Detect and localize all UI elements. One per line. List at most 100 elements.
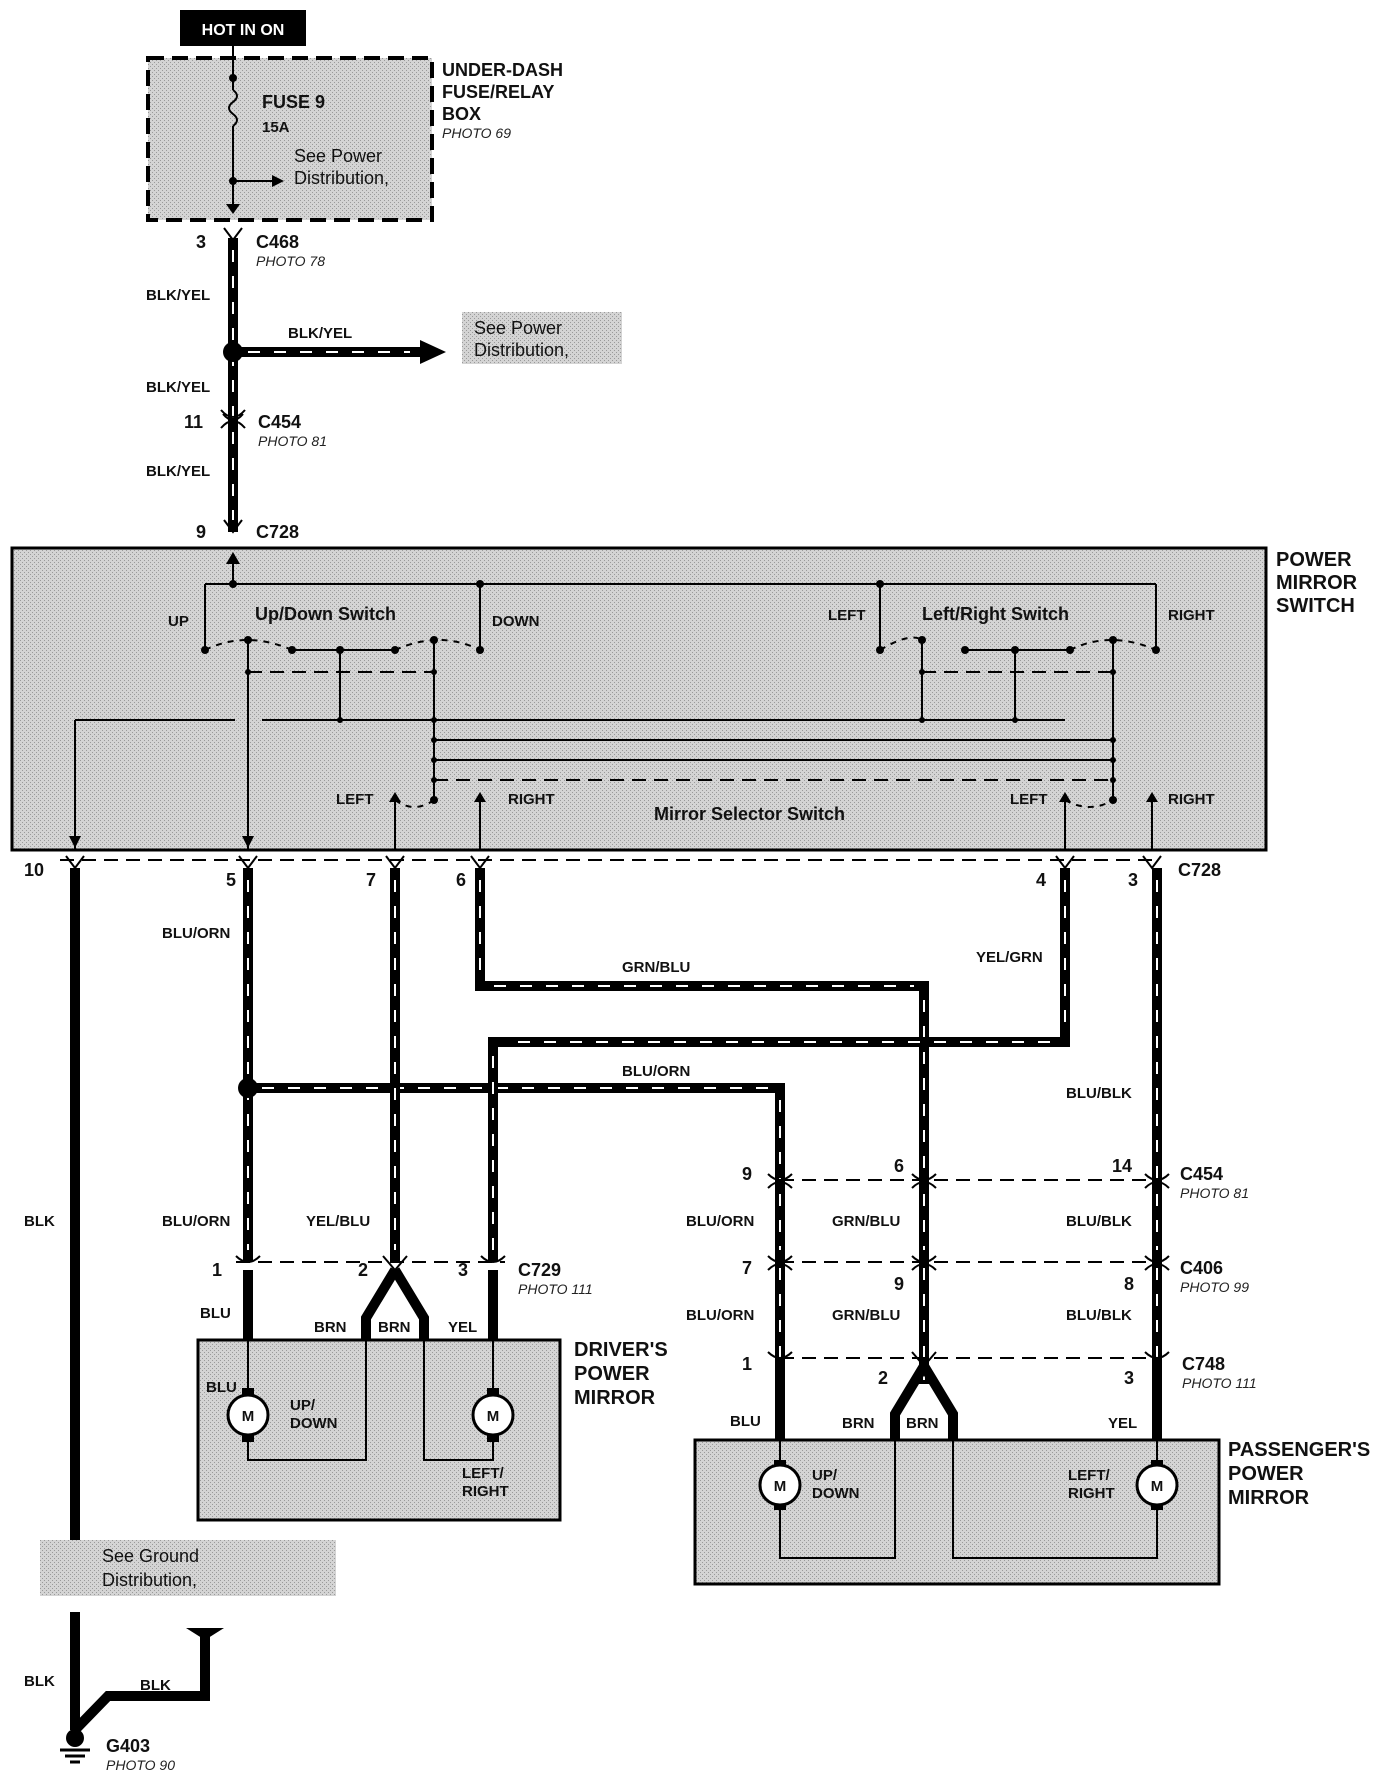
svg-text:14: 14 (1112, 1156, 1132, 1176)
wire-label-blu-orn-3: BLU/ORN (622, 1063, 690, 1080)
wire-label-blu-orn-5: BLU/ORN (686, 1307, 754, 1324)
svg-text:M: M (487, 1408, 500, 1425)
wire-label-grn-blu-2: GRN/BLU (832, 1213, 900, 1230)
svg-text:3: 3 (196, 232, 206, 252)
c406-pins (767, 1255, 1170, 1271)
svg-text:M: M (1151, 1478, 1164, 1495)
svg-text:11: 11 (184, 412, 203, 432)
svg-text:POWER: POWER (574, 1363, 650, 1385)
svg-text:MIRROR: MIRROR (574, 1387, 656, 1409)
svg-text:HOT IN ON: HOT IN ON (202, 22, 285, 39)
switch-label-left-top: LEFT (828, 607, 866, 624)
svg-text:2: 2 (358, 1260, 368, 1280)
wire-blk-ground-branch (71, 1628, 210, 1734)
selector-label-right-2: RIGHT (1168, 791, 1215, 808)
svg-text:3: 3 (1124, 1368, 1134, 1388)
svg-text:7: 7 (742, 1258, 752, 1278)
svg-text:RIGHT: RIGHT (462, 1483, 509, 1500)
svg-text:8: 8 (1124, 1274, 1134, 1294)
svg-text:BLK/YEL: BLK/YEL (288, 325, 352, 342)
wire-label-brn-1: BRN (314, 1319, 347, 1336)
driver-motor-wire-label: BLU (206, 1379, 237, 1396)
fuse-name: FUSE 9 (262, 92, 325, 112)
svg-text:DOWN: DOWN (290, 1415, 338, 1432)
svg-text:UNDER-DASH: UNDER-DASH (442, 60, 563, 80)
svg-text:1: 1 (742, 1354, 752, 1374)
see-power-line1: See Power (294, 146, 382, 166)
wire-label-yel-grn: YEL/GRN (976, 949, 1043, 966)
svg-text:PHOTO 99: PHOTO 99 (1180, 1279, 1249, 1295)
switch-label-up: UP (168, 613, 189, 630)
wire-label-brn-4: BRN (906, 1415, 939, 1432)
driver-leftright-motor-icon: M (471, 1388, 515, 1442)
svg-text:Distribution,: Distribution, (474, 340, 569, 360)
g403-label: G403 (106, 1736, 150, 1756)
c728-top-connector-icon (223, 519, 243, 534)
svg-text:PHOTO 111: PHOTO 111 (1182, 1375, 1257, 1391)
wire-label-blu-blk-1: BLU/BLK (1066, 1085, 1132, 1102)
svg-text:1: 1 (212, 1260, 222, 1280)
wire-label-grn-blu-3: GRN/BLU (832, 1307, 900, 1324)
svg-text:UP/: UP/ (812, 1467, 838, 1484)
see-power-distribution-note (462, 312, 622, 364)
drivers-power-mirror-title: DRIVER'S POWER MIRROR (574, 1339, 668, 1409)
svg-text:6: 6 (456, 870, 466, 890)
svg-text:4: 4 (1036, 870, 1046, 890)
svg-text:PHOTO 81: PHOTO 81 (1180, 1185, 1249, 1201)
selector-label-left-1: LEFT (336, 791, 374, 808)
fuse-9-icon (228, 89, 238, 127)
svg-text:Distribution,: Distribution, (102, 1570, 197, 1590)
wire-label-blk-yel-1: BLK/YEL (146, 287, 210, 304)
passengers-power-mirror-title: PASSENGER'S POWER MIRROR (1228, 1439, 1370, 1509)
c406-label: C406 (1180, 1258, 1223, 1278)
svg-text:BOX: BOX (442, 104, 481, 124)
wire-blu-orn-branch (248, 1083, 785, 1262)
wire-label-blk-2: BLK (24, 1673, 55, 1690)
wire-label-brn-2: BRN (378, 1319, 411, 1336)
svg-text:9: 9 (742, 1164, 752, 1184)
fuse-rating: 15A (262, 119, 290, 136)
c454-top-label: C454 (258, 412, 301, 432)
wire-label-blk-yel-2: BLK/YEL (146, 379, 210, 396)
svg-text:LEFT/: LEFT/ (1068, 1467, 1110, 1484)
svg-text:M: M (774, 1478, 787, 1495)
svg-text:9: 9 (196, 522, 206, 542)
svg-text:7: 7 (366, 870, 376, 890)
wire-label-yel-blu: YEL/BLU (306, 1213, 370, 1230)
svg-text:9: 9 (894, 1274, 904, 1294)
wire-grn-blu-pin6 (475, 868, 929, 1262)
wire-label-grn-blu-1: GRN/BLU (622, 959, 690, 976)
selector-label-left-2: LEFT (1010, 791, 1048, 808)
svg-text:SWITCH: SWITCH (1276, 595, 1355, 617)
c748-label: C748 (1182, 1354, 1225, 1374)
passenger-mirror-wires (775, 1363, 1162, 1440)
svg-text:PHOTO 111: PHOTO 111 (518, 1281, 593, 1297)
mirror-selector-switch-label: Mirror Selector Switch (654, 804, 845, 824)
updown-switch-label: Up/Down Switch (255, 604, 396, 624)
svg-text:6: 6 (894, 1156, 904, 1176)
svg-text:5: 5 (226, 870, 236, 890)
svg-text:PASSENGER'S: PASSENGER'S (1228, 1439, 1370, 1461)
antenna-ground-icon (186, 1628, 224, 1640)
svg-text:2: 2 (878, 1368, 888, 1388)
passengers-power-mirror-box (693, 1438, 1221, 1586)
wire-label-blu-blk-3: BLU/BLK (1066, 1307, 1132, 1324)
c728-bottom-pins (65, 855, 1162, 870)
wire-label-blu-orn-1: BLU/ORN (162, 925, 230, 942)
arrow-right-icon (420, 340, 446, 364)
svg-text:See Power: See Power (474, 318, 562, 338)
svg-text:PHOTO 81: PHOTO 81 (258, 433, 327, 449)
wire-label-brn-3: BRN (842, 1415, 875, 1432)
driver-updown-motor-icon: M (226, 1388, 270, 1442)
svg-text:MIRROR: MIRROR (1276, 572, 1358, 594)
switch-label-right-top: RIGHT (1168, 607, 1215, 624)
passenger-leftright-motor-icon: M (1135, 1460, 1179, 1510)
switch-label-down: DOWN (492, 613, 540, 630)
svg-text:PHOTO 69: PHOTO 69 (442, 125, 511, 141)
wire-label-yel-1: YEL (448, 1319, 477, 1336)
c454-right-label: C454 (1180, 1164, 1223, 1184)
svg-text:LEFT/: LEFT/ (462, 1465, 504, 1482)
arrow-down-icon (226, 204, 240, 214)
svg-text:M: M (242, 1408, 255, 1425)
